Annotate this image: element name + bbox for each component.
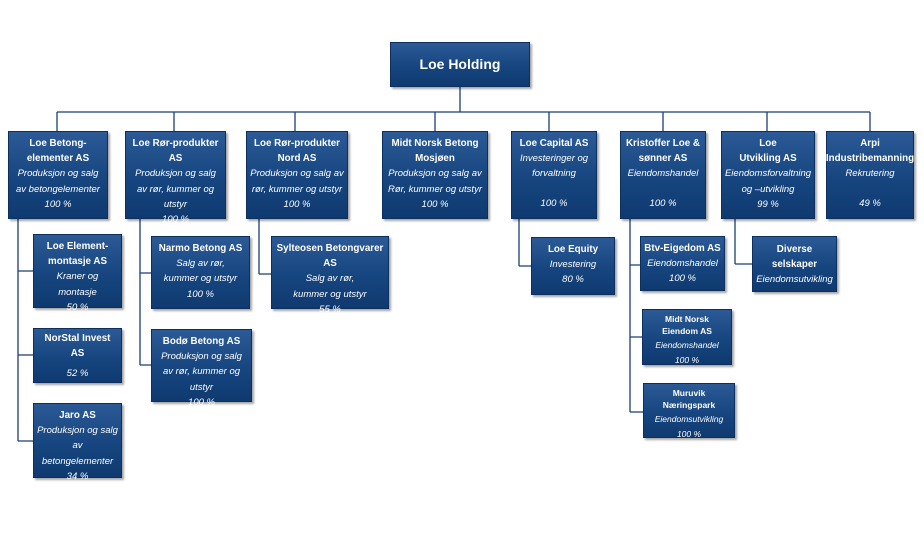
node-description: Eiendomshandel <box>647 258 718 270</box>
node-ownership: 50 % <box>66 301 89 313</box>
node-ownership: 100 % <box>649 197 677 209</box>
node-muruvik-naeringspark: Muruvik Næringspark Eiendomsutvikling 10… <box>643 383 735 439</box>
node-loe-utvikling: Loe Utvikling AS Eiendomsforvaltning og … <box>721 131 815 219</box>
node-description: Eiendomshandel <box>627 168 699 180</box>
node-jaro: Jaro AS Produksjon og salg av betongelem… <box>33 403 122 482</box>
node-loe-element-montasje: Loe Element-montasje AS Kraner og montas… <box>33 234 122 313</box>
node-name: Loe Element-montasje AS <box>46 241 109 268</box>
node-description: Rekrutering <box>845 168 895 180</box>
node-narmo-betong: Narmo Betong AS Salg av rør, kummer og u… <box>151 236 250 309</box>
node-description: Produksjon og salg av Rør, kummer og uts… <box>388 168 482 195</box>
node-description: Produksjon og salg av betongelementer <box>16 168 100 195</box>
node-ownership: 99 % <box>757 198 779 210</box>
node-description: Salg av rør, kummer og utstyr <box>163 258 238 285</box>
node-name: Midt Norsk Eiendom AS <box>662 314 712 336</box>
node-name: Midt Norsk Betong Mosjøen <box>391 138 479 165</box>
node-ownership: 100 % <box>676 429 702 440</box>
node-ownership: 100 % <box>162 213 189 225</box>
node-name: Loe Utvikling AS <box>739 138 797 165</box>
node-description: Kraner og montasje <box>56 271 99 298</box>
node-ownership: 100 % <box>44 198 72 210</box>
node-ownership: 100 % <box>674 355 700 366</box>
node-name: Narmo Betong AS <box>158 243 243 254</box>
node-ownership: 55 % <box>319 303 341 315</box>
node-arpi: Arpi Industribemanning Rekrutering 49 % <box>826 131 914 219</box>
node-ownership: 100 % <box>283 198 311 210</box>
node-loe-ror-produkter-nord: Loe Rør-produkter Nord AS Produksjon og … <box>246 131 348 219</box>
node-description: Produksjon og salg av betongelementer <box>37 425 118 467</box>
node-description: Produksjon og salg av rør, kummer og uts… <box>250 168 344 195</box>
node-ownership: 100 % <box>421 198 449 210</box>
node-loe-betong-elementer: Loe Betong-elementer AS Produksjon og sa… <box>8 131 108 219</box>
node-name: Btv-Eigedom AS <box>644 243 721 254</box>
node-name: Arpi Industribemanning <box>825 138 915 165</box>
node-norstal-invest: NorStal Invest AS 52 % <box>33 328 122 383</box>
node-name: Loe Rør-produkter Nord AS <box>254 138 340 165</box>
node-midt-norsk-betong: Midt Norsk Betong Mosjøen Produksjon og … <box>382 131 488 219</box>
node-name: Loe Equity <box>547 244 599 255</box>
node-kristoffer-loe: Kristoffer Loe & sønner AS Eiendomshande… <box>620 131 706 219</box>
node-ownership: 34 % <box>66 470 89 482</box>
node-diverse-selskaper: Diverse selskaper Eiendomsutvikling <box>752 236 837 292</box>
node-name: Muruvik Næringspark <box>662 388 716 410</box>
node-ownership: 100 % <box>669 273 696 285</box>
node-loe-equity: Loe Equity Investering 80 % <box>531 237 615 295</box>
node-ownership: 100 % <box>540 197 568 209</box>
node-description: Salg av rør, kummer og utstyr <box>293 273 367 300</box>
node-description: Eiendomsutvikling <box>654 413 724 424</box>
node-ownership: 80 % <box>562 274 584 286</box>
node-name: Bodø Betong AS <box>162 336 241 347</box>
node-ownership: 100 % <box>187 288 214 300</box>
node-name: Loe Holding <box>419 55 501 72</box>
node-description: Eiendomsutvikling <box>756 274 833 286</box>
node-name: Diverse selskaper <box>771 243 818 270</box>
node-ownership: 49 % <box>859 197 881 209</box>
node-loe-ror-produkter: Loe Rør-produkter AS Produksjon og salg … <box>125 131 226 225</box>
node-midt-norsk-eiendom: Midt Norsk Eiendom AS Eiendomshandel 100… <box>642 309 732 365</box>
node-description: Produksjon og salg av rør, kummer og uts… <box>135 168 216 210</box>
node-btv-eigedom: Btv-Eigedom AS Eiendomshandel 100 % <box>640 236 725 291</box>
node-description: Investering <box>549 259 597 271</box>
root-node: Loe Holding <box>390 42 530 87</box>
node-name: NorStal Invest AS <box>44 333 111 360</box>
node-name: Jaro AS <box>59 410 96 421</box>
node-loe-capital: Loe Capital AS Investeringer og forvaltn… <box>511 131 597 219</box>
node-description: Produksjon og salg av rør, kummer og uts… <box>161 351 242 393</box>
node-ownership: 52 % <box>66 367 89 379</box>
node-description: Investeringer og forvaltning <box>519 153 589 180</box>
node-name: Sylteosen Betongvarer AS <box>276 243 384 270</box>
node-name: Loe Capital AS <box>519 138 589 149</box>
node-ownership: 100 % <box>188 396 215 408</box>
node-description: Eiendomshandel <box>655 339 719 350</box>
node-bodo-betong: Bodø Betong AS Produksjon og salg av rør… <box>151 329 252 408</box>
node-name: Loe Betong-elementer AS <box>26 138 90 165</box>
node-description: Eiendomsforvaltning og –utvikling <box>724 168 812 195</box>
node-name: Kristoffer Loe & sønner AS <box>625 138 701 165</box>
node-name: Loe Rør-produkter AS <box>132 138 219 165</box>
node-sylteosen-betongvarer: Sylteosen Betongvarer AS Salg av rør, ku… <box>271 236 389 315</box>
